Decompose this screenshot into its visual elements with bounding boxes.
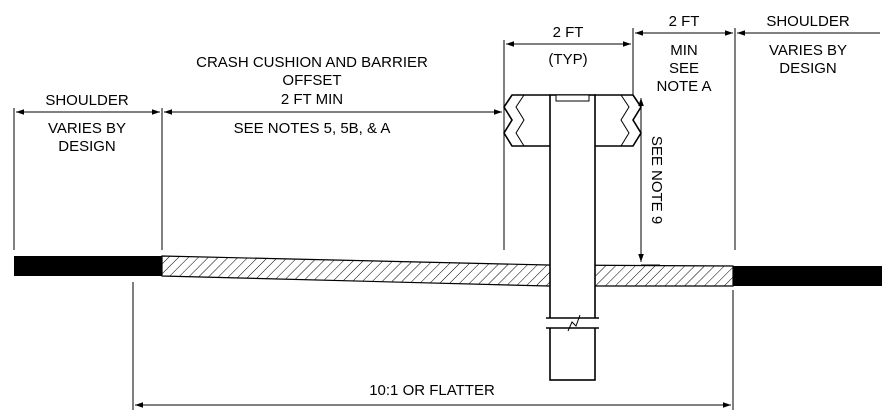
post-width-label: 2 FT: [553, 24, 584, 41]
right-shoulder-pavement: [733, 266, 882, 286]
post-cap: [555, 94, 590, 102]
offset-label-line2: OFFSET: [282, 72, 341, 89]
guardrail-beam-right-inner: [620, 94, 630, 147]
slope-hatched-area: [161, 255, 734, 287]
left-shoulder-line2: DESIGN: [58, 138, 116, 155]
left-shoulder-pavement: [14, 256, 162, 276]
guardrail-beam-right: [615, 94, 642, 147]
post-break-zigzag: [567, 314, 581, 332]
right-shoulder-line1: VARIES BY: [769, 42, 847, 59]
slope-label: 10:1 OR FLATTER: [369, 382, 495, 399]
guardrail-beam-left: [503, 94, 530, 147]
right-gap-line3: NOTE A: [656, 78, 711, 95]
offset-label-line1: CRASH CUSHION AND BARRIER: [196, 54, 428, 71]
post-width-note: (TYP): [548, 51, 587, 68]
right-shoulder-line2: DESIGN: [779, 60, 837, 77]
right-gap-line2: SEE: [669, 60, 699, 77]
offset-label-line3: 2 FT MIN: [281, 91, 343, 108]
right-gap-label: 2 FT: [669, 13, 700, 30]
right-gap-line1: MIN: [670, 42, 698, 59]
guardrail-beam-left-inner: [515, 94, 525, 147]
left-shoulder-title: SHOULDER: [45, 92, 129, 109]
right-shoulder-title: SHOULDER: [766, 13, 850, 30]
offset-notes: SEE NOTES 5, 5B, & A: [234, 120, 391, 137]
height-note: SEE NOTE 9: [648, 136, 665, 224]
barrier-post: [549, 94, 596, 381]
left-shoulder-line1: VARIES BY: [48, 120, 126, 137]
